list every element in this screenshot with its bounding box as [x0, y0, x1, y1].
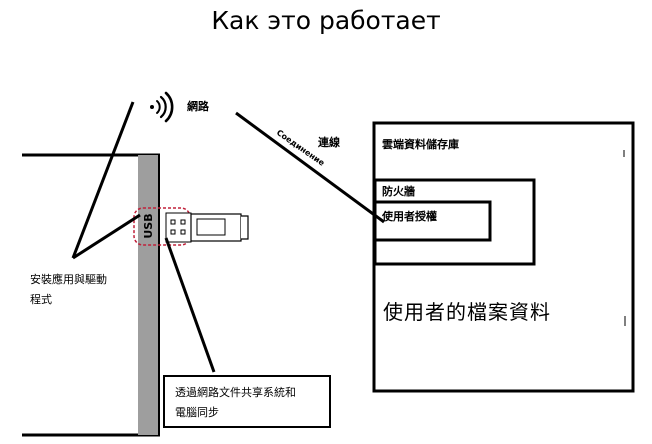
wifi-icon: [150, 91, 174, 123]
user-files-label: 使用者的檔案資料: [383, 300, 551, 324]
computer-side-panel: [138, 155, 159, 435]
firewall-label: 防火牆: [382, 185, 415, 198]
sync-label-line2: 電腦同步: [175, 406, 219, 419]
usb-stick-icon: [165, 212, 249, 243]
install-label-line2: 程式: [30, 293, 52, 306]
user-auth-label: 使用者授權: [382, 210, 437, 223]
page-title: Как это работает: [211, 6, 441, 35]
connection-line: [235, 111, 385, 224]
user-auth-box: [373, 200, 492, 242]
install-line-2: [72, 213, 141, 260]
install-label: 安裝應用與驅動 程式: [30, 270, 107, 310]
sync-line: [164, 237, 216, 373]
sync-label-line1: 透過網路文件共享系統和: [175, 386, 296, 399]
usb-label: USB: [142, 213, 155, 238]
cloud-storage-label: 雲端資料儲存庫: [382, 138, 459, 151]
network-label: 網路: [187, 100, 209, 113]
cloud-storage-box: [372, 121, 635, 393]
install-label-line1: 安裝應用與驅動: [30, 273, 107, 286]
install-line-1: [71, 101, 135, 259]
sync-box: 透過網路文件共享系統和 電腦同步: [163, 375, 331, 428]
computer: [22, 153, 160, 437]
connection-label-zh: 連線: [318, 136, 340, 149]
